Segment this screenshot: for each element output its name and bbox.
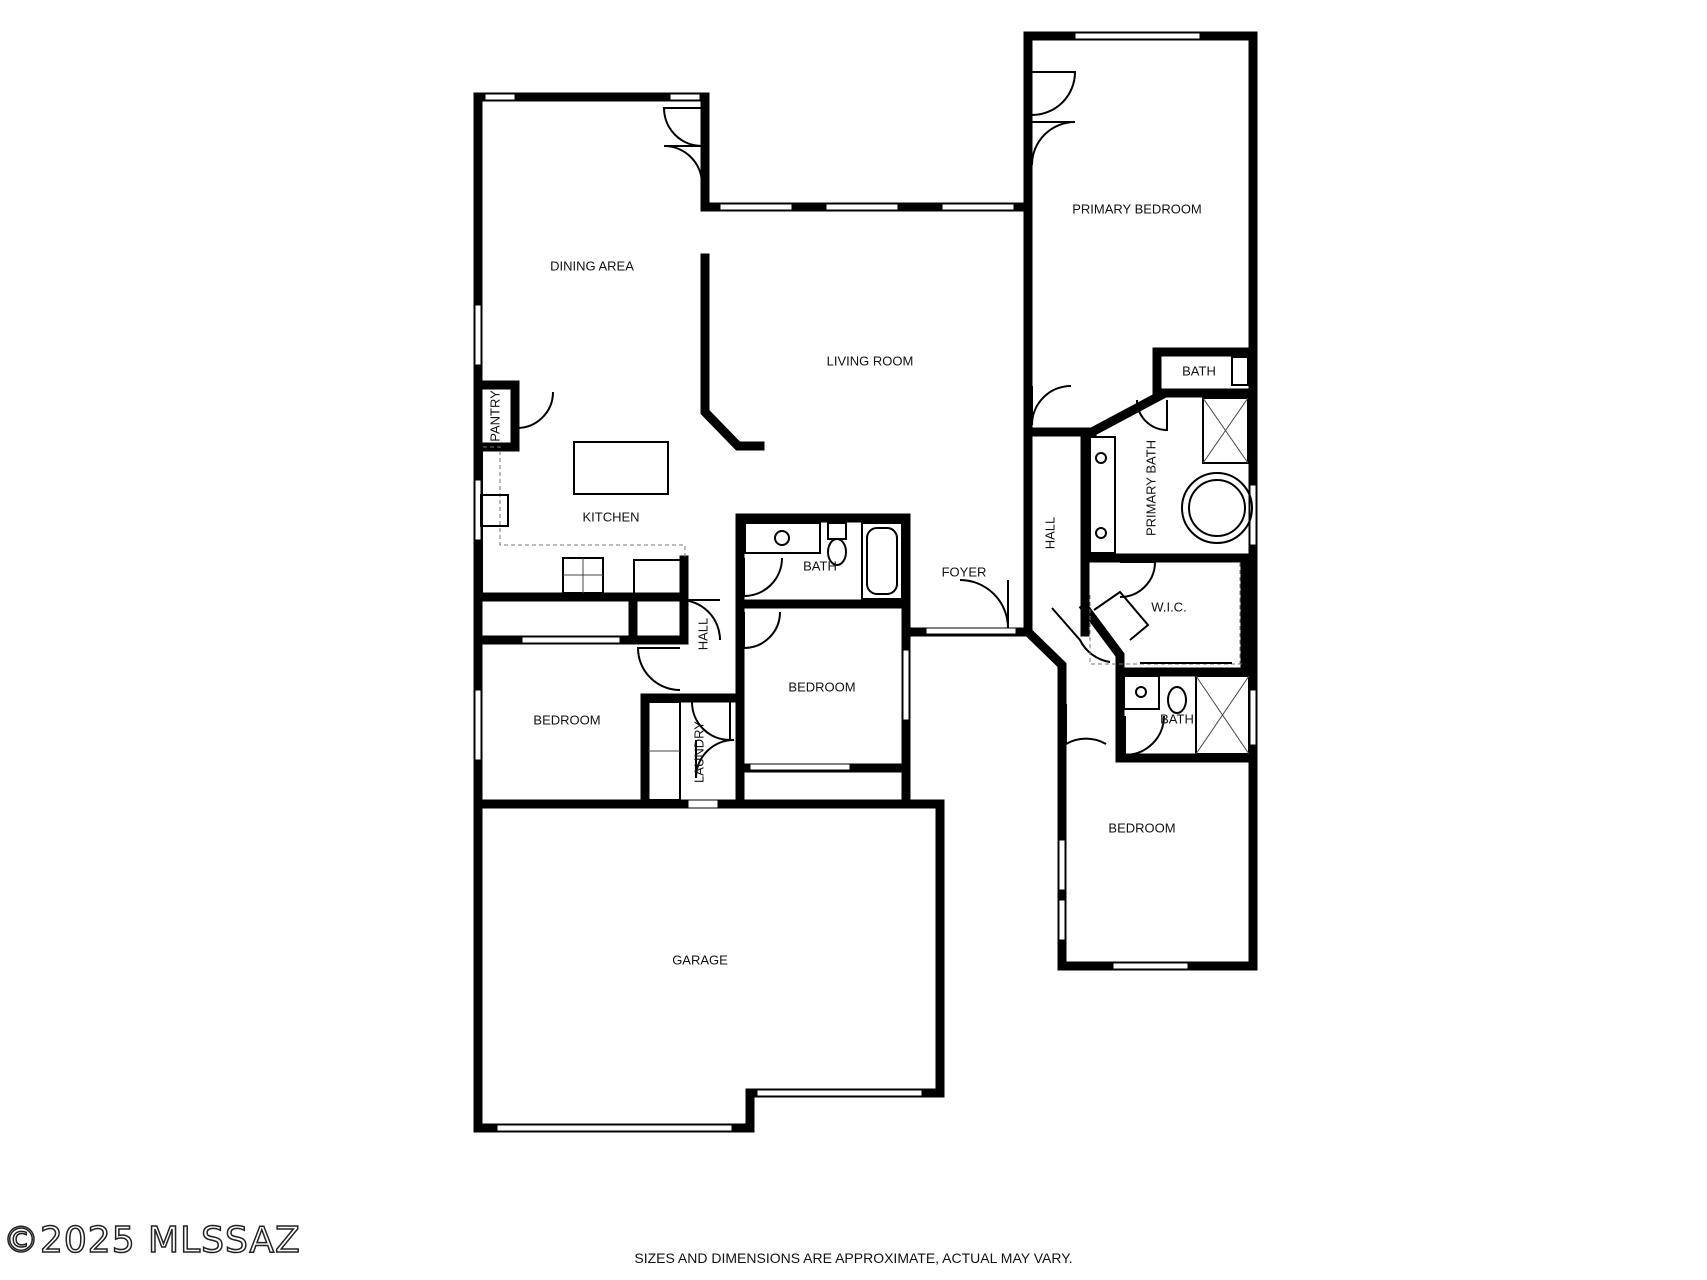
label-laundry: LAUNDRY	[691, 721, 706, 783]
fixtures	[480, 356, 1253, 801]
label-foyer: FOYER	[942, 564, 987, 579]
label-hall-west: HALL	[695, 618, 710, 651]
label-living-room: LIVING ROOM	[827, 353, 914, 368]
label-bath-east: BATH	[1160, 711, 1194, 726]
label-dining-area: DINING AREA	[550, 258, 634, 273]
label-bedroom-center: BEDROOM	[788, 679, 855, 694]
label-garage: GARAGE	[672, 952, 728, 967]
label-bedroom-west: BEDROOM	[533, 712, 600, 727]
label-primary-bath: PRIMARY BATH	[1143, 440, 1158, 536]
windows	[474, 32, 1257, 1132]
room-labels: PRIMARY BEDROOM DINING AREA LIVING ROOM …	[487, 201, 1215, 967]
label-hall-east: HALL	[1042, 517, 1057, 550]
label-primary-bedroom: PRIMARY BEDROOM	[1072, 201, 1202, 216]
label-bath-primary-wc: BATH	[1182, 363, 1216, 378]
label-wic: W.I.C.	[1151, 599, 1186, 614]
mls-watermark: ©2025 MLSSAZ	[2, 1219, 301, 1262]
label-bath-center: BATH	[803, 558, 837, 573]
label-bedroom-east: BEDROOM	[1108, 820, 1175, 835]
disclaimer-text: SIZES AND DIMENSIONS ARE APPROXIMATE, AC…	[634, 1250, 1073, 1266]
label-pantry: PANTRY	[487, 390, 502, 442]
doors	[516, 71, 1168, 779]
label-kitchen: KITCHEN	[582, 509, 639, 524]
